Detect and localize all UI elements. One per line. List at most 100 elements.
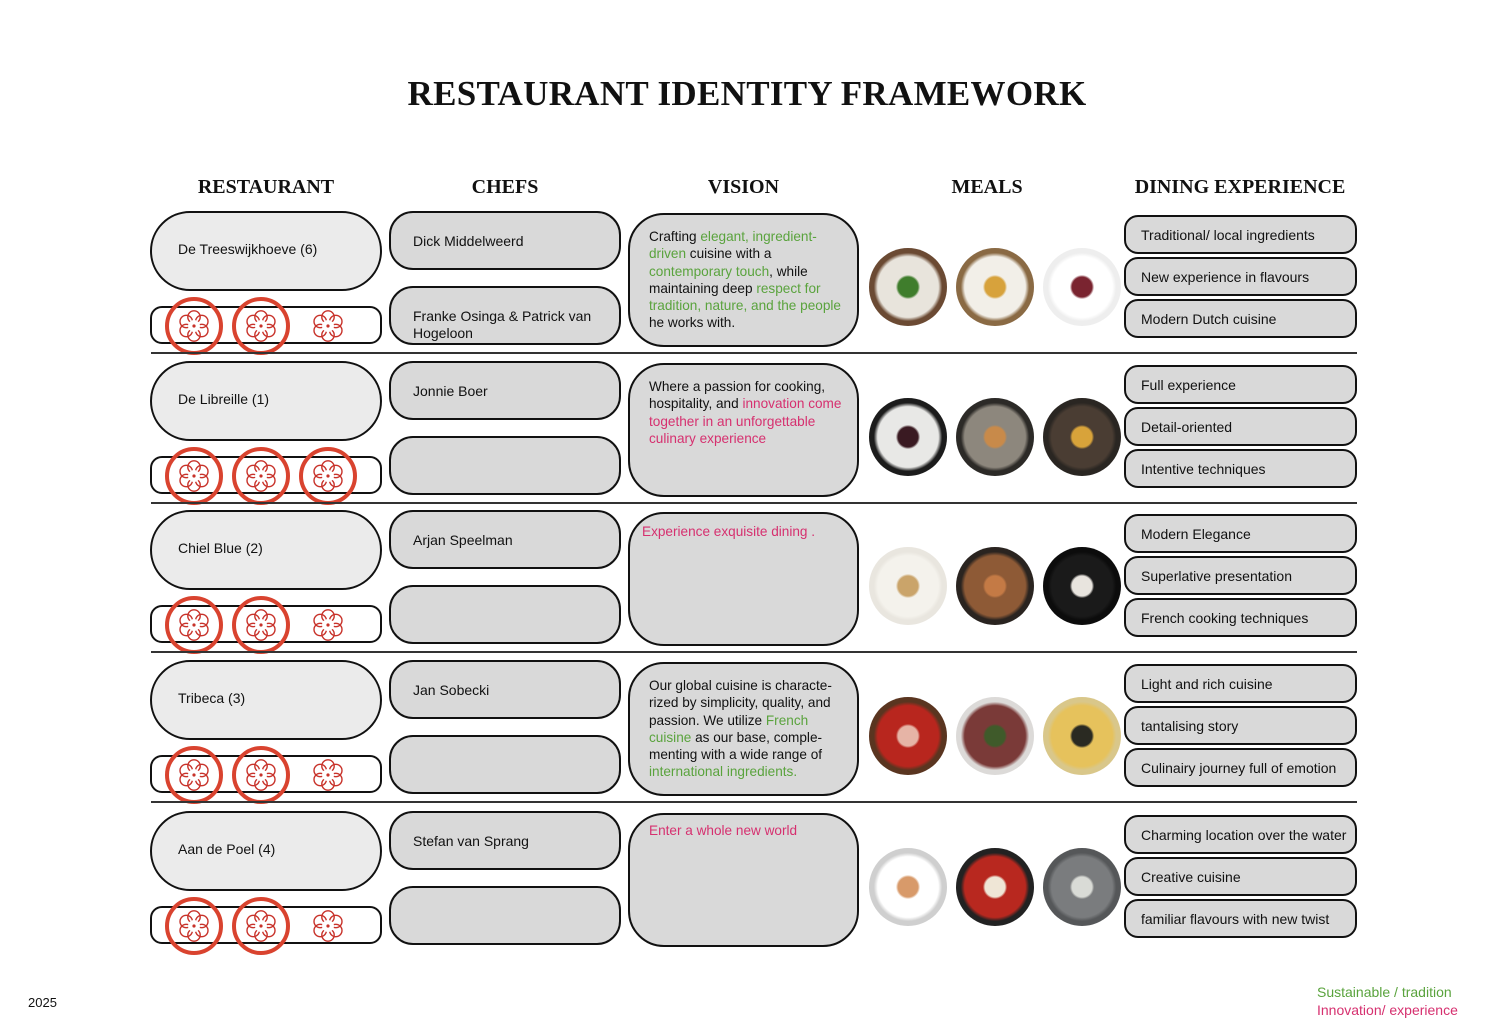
vision-text-segment: Enter a whole new world <box>649 823 798 838</box>
michelin-star-awarded-icon <box>165 447 223 505</box>
chef-name: Stefan van Sprang <box>413 833 529 849</box>
chef-box: Jan Sobecki <box>389 660 621 719</box>
dining-experience-item: French cooking techniques <box>1124 598 1357 637</box>
fish-quinoa-plate-icon <box>869 547 947 625</box>
chef-box: Arjan Speelman <box>389 510 621 569</box>
flower-plate-icon <box>956 398 1034 476</box>
footer-year: 2025 <box>28 995 57 1010</box>
beef-plate-icon <box>956 697 1034 775</box>
dining-experience-item: Intentive techniques <box>1124 449 1357 488</box>
legend: Sustainable / tradition Innovation/ expe… <box>1317 983 1458 1019</box>
chef-box <box>389 585 621 644</box>
vision-text-segment: Crafting <box>649 229 701 244</box>
legend-sustainable-tradition: Sustainable / tradition <box>1317 984 1452 1000</box>
chef-box: Franke Osinga & Patrick van Hogeloon <box>389 286 621 345</box>
michelin-star-icon <box>299 297 357 355</box>
restaurant-name: Tribeca (3) <box>178 690 246 706</box>
row-divider <box>151 651 1357 653</box>
restaurant-row: Aan de Poel (4) Stefan van Sprang Enter a … <box>0 811 1494 961</box>
copper-pan-dish-icon <box>956 547 1034 625</box>
michelin-star-awarded-icon <box>232 447 290 505</box>
red-plate-icon <box>956 848 1034 926</box>
dark-amuse-icon <box>1043 547 1121 625</box>
michelin-star-icon <box>299 897 357 955</box>
restaurant-name: De Treeswijkhoeve (6) <box>178 241 318 257</box>
dining-experience-label: Culinairy journey full of emotion <box>1141 760 1337 776</box>
dining-experience-item: Modern Dutch cuisine <box>1124 299 1357 338</box>
vision-text-segment: cuisine with a <box>686 246 772 262</box>
row-divider <box>151 502 1357 504</box>
vision-text-segment: Our global cuisine is characte-rized by … <box>649 678 832 728</box>
restaurant-row: Chiel Blue (2) Arjan Speelman Experience e… <box>0 510 1494 660</box>
dining-experience-label: Superlative presentation <box>1141 568 1292 584</box>
dining-experience-item: Light and rich cuisine <box>1124 664 1357 703</box>
dining-experience-item: Charming location over the water <box>1124 815 1357 854</box>
vision-text-segment: elegant, ingredient-driven <box>649 229 817 262</box>
vision-text-segment: international ingredients. <box>649 764 798 780</box>
vision-text-segment: he works with. <box>649 315 736 331</box>
michelin-star-awarded-icon <box>232 746 290 804</box>
column-header-vision: VISION <box>707 176 780 198</box>
michelin-star-awarded-icon <box>165 596 223 654</box>
soup-bowl-icon <box>1043 848 1121 926</box>
chef-box <box>389 436 621 495</box>
michelin-star-icon <box>299 746 357 804</box>
dining-experience-item: Creative cuisine <box>1124 857 1357 896</box>
restaurant-name: De Libreille (1) <box>178 391 270 407</box>
chef-box <box>389 886 621 945</box>
chef-box: Dick Middelweerd <box>389 211 621 270</box>
michelin-star-awarded-icon <box>232 297 290 355</box>
michelin-star-awarded-icon <box>165 297 223 355</box>
restaurant-name: Aan de Poel (4) <box>178 841 276 857</box>
restaurant-name-box: Chiel Blue (2) <box>150 510 382 590</box>
vision-text-segment: respect for tradition, nature, and the p… <box>649 280 841 314</box>
vision-box: Enter a whole new world <box>628 813 859 947</box>
vision-text-segment: , while maintaining deep <box>649 263 808 296</box>
restaurant-name-box: De Libreille (1) <box>150 361 382 441</box>
sauce-pour-dish-icon <box>869 398 947 476</box>
dining-experience-item: Superlative presentation <box>1124 556 1357 595</box>
vision-box: Where a passion for cooking, hospitality… <box>628 363 859 497</box>
michelin-star-icon <box>299 596 357 654</box>
hand-plating-bowl-icon <box>1043 398 1121 476</box>
chef-name: Franke Osinga & Patrick van Hogeloon <box>413 308 592 341</box>
restaurant-row: Tribeca (3) Jan Sobecki Our global cuisine… <box>0 660 1494 810</box>
caviar-crumble-icon <box>1043 697 1121 775</box>
vision-text-segment: as our base, comple-menting with a wide … <box>649 729 823 763</box>
dining-experience-label: familiar flavours with new twist <box>1141 911 1330 927</box>
dining-experience-item: Detail-oriented <box>1124 407 1357 446</box>
chef-name: Dick Middelweerd <box>413 233 524 249</box>
column-header-meals: MEALS <box>951 176 1023 198</box>
dining-experience-label: New experience in flavours <box>1141 269 1310 285</box>
tartlet-icon <box>869 848 947 926</box>
vision-box: Crafting elegant, ingredient-driven cuis… <box>628 213 859 347</box>
dining-experience-label: Intentive techniques <box>1141 461 1266 477</box>
dining-experience-item: Modern Elegance <box>1124 514 1357 553</box>
chef-name: Arjan Speelman <box>413 532 513 548</box>
michelin-star-awarded-icon <box>232 596 290 654</box>
dining-experience-label: Modern Dutch cuisine <box>1141 311 1277 327</box>
dining-experience-label: Full experience <box>1141 377 1236 393</box>
michelin-star-awarded-icon <box>165 897 223 955</box>
restaurant-name-box: Aan de Poel (4) <box>150 811 382 891</box>
vision-box: Experience exquisite dining . <box>628 512 859 646</box>
dining-experience-label: Creative cuisine <box>1141 869 1241 885</box>
michelin-star-awarded-icon <box>299 447 357 505</box>
legend-innovation-experience: Innovation/ experience <box>1317 1002 1458 1018</box>
page-title: RESTAURANT IDENTITY FRAMEWORK <box>407 74 1087 113</box>
venison-beet-icon <box>1043 248 1121 326</box>
column-header-chefs: CHEFS <box>471 176 539 198</box>
plated-fish-icon <box>956 248 1034 326</box>
vision-text-segment: Experience exquisite dining . <box>642 524 816 539</box>
dining-experience-label: tantalising story <box>1141 718 1239 734</box>
dining-experience-label: Traditional/ local ingredients <box>1141 227 1315 243</box>
dining-experience-item: familiar flavours with new twist <box>1124 899 1357 938</box>
dining-experience-item: tantalising story <box>1124 706 1357 745</box>
row-divider <box>151 352 1357 354</box>
chef-name: Jan Sobecki <box>413 682 490 698</box>
dining-experience-item: New experience in flavours <box>1124 257 1357 296</box>
dining-experience-label: Detail-oriented <box>1141 419 1233 435</box>
vision-text-segment: contemporary touch <box>649 263 770 279</box>
